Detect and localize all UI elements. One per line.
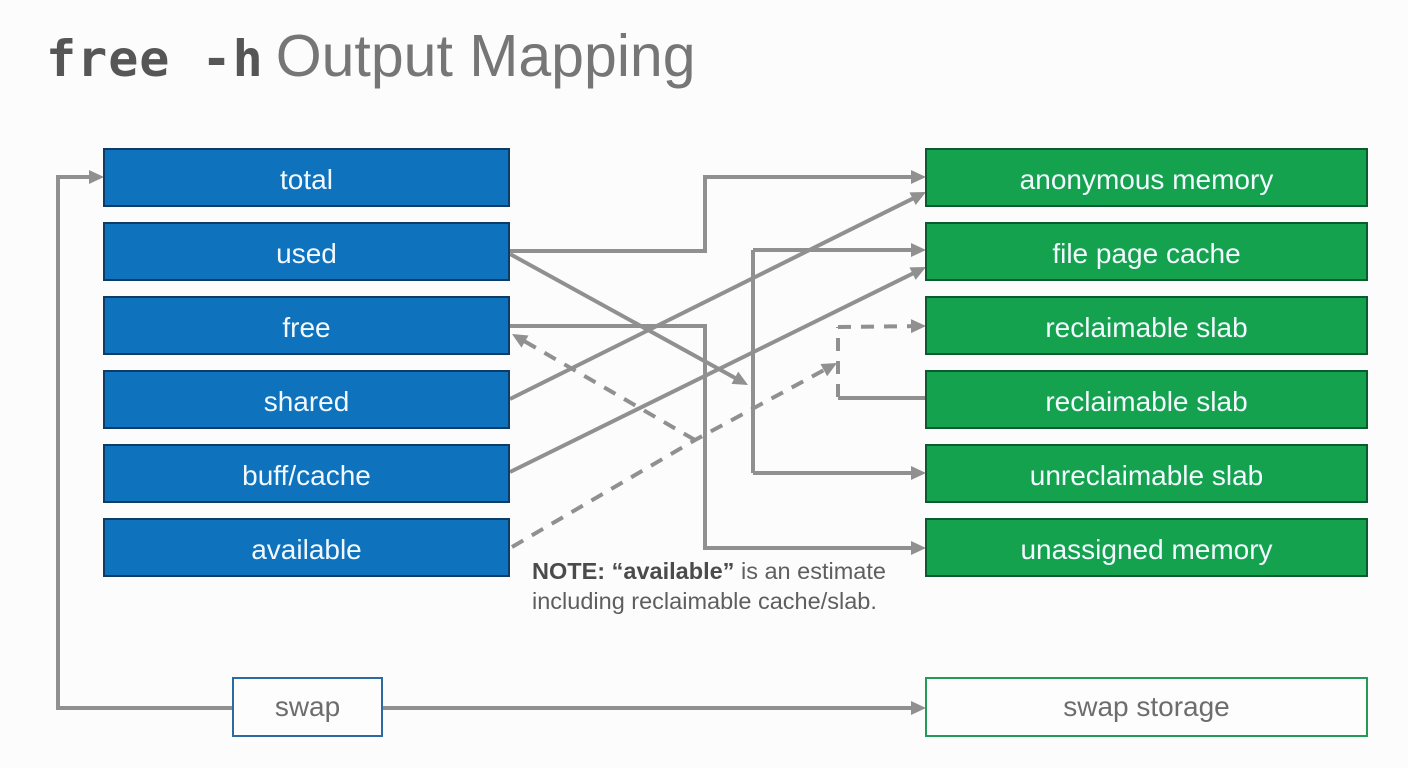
- title-command: free -h: [46, 30, 264, 88]
- free-field-box-available: available: [103, 518, 510, 577]
- note-text: is an estimate including reclaimable cac…: [532, 558, 886, 614]
- arrowhead-swap-to-swap-storage: [911, 701, 926, 715]
- edge-shared-to-anonymous-memory: [509, 195, 918, 401]
- edge-swap-to-total: [56, 175, 233, 710]
- arrowhead-bus-to-file-page-cache: [911, 243, 926, 257]
- available-note: NOTE: “available” is an estimate includi…: [532, 556, 914, 616]
- memory-box-anonymous-memory: anonymous memory: [925, 148, 1368, 207]
- edge-buffcache-to-file-page-cache: [509, 270, 918, 474]
- free-field-box-used: used: [103, 222, 510, 281]
- note-emphasis: NOTE: “available”: [532, 558, 735, 584]
- free-field-box-free: free: [103, 296, 510, 355]
- arrowhead-swap-to-total: [89, 170, 104, 184]
- memory-box-reclaimable-slab: reclaimable slab: [925, 296, 1368, 355]
- edge-used-to-anonymous-memory: [510, 175, 915, 253]
- edge-available-branch-to-free: [520, 337, 697, 442]
- swap-storage-box: swap storage: [925, 677, 1368, 737]
- memory-box-reclaimable-slab-4: reclaimable slab: [925, 370, 1368, 429]
- arrowhead-used-to-anonymous-memory: [911, 170, 926, 184]
- arrowhead-buffcache-to-file-page-cache: [909, 267, 926, 280]
- swap-box: swap: [232, 677, 383, 737]
- free-field-box-shared: shared: [103, 370, 510, 429]
- arrowhead-bracket-to-reclaimable-slab-1: [910, 319, 926, 334]
- edge-used-to-slab-bus: [509, 252, 740, 382]
- edge-free-to-unassigned-memory: [510, 324, 915, 550]
- memory-box-file-page-cache: file page cache: [925, 222, 1368, 281]
- arrowhead-used-to-slab-bus: [731, 371, 748, 385]
- free-field-box-total: total: [103, 148, 510, 207]
- arrowhead-free-to-unassigned-memory: [911, 541, 926, 555]
- arrowhead-available-branch-to-free: [512, 334, 529, 348]
- arrowhead-bus-to-unreclaimable-slab: [911, 466, 926, 480]
- edge-bracket-to-reclaimable-slab-1: [837, 324, 916, 329]
- arrowhead-shared-to-anonymous-memory: [909, 192, 926, 205]
- free-field-box-buff-cache: buff/cache: [103, 444, 510, 503]
- memory-box-unassigned-memory: unassigned memory: [925, 518, 1368, 577]
- arrowhead-available-to-reclaimable-bracket: [820, 363, 837, 377]
- title-suffix: Output Mapping: [275, 23, 696, 89]
- memory-box-unreclaimable-slab: unreclaimable slab: [925, 444, 1368, 503]
